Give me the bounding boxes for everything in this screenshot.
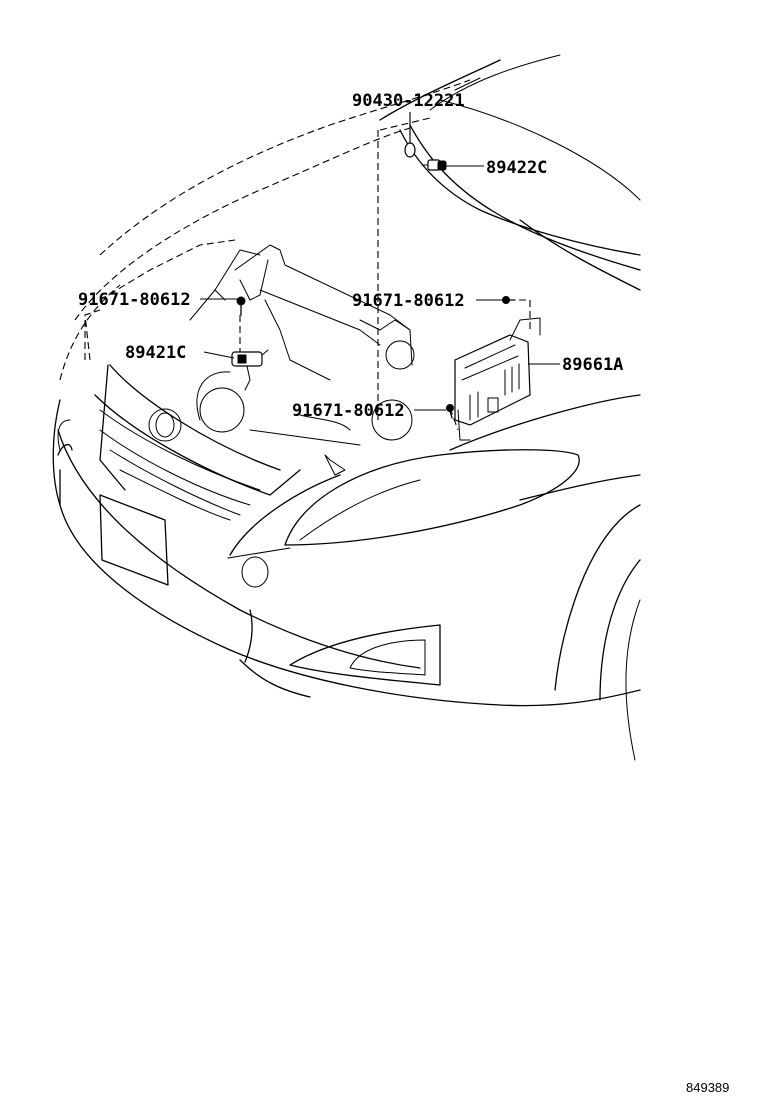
callout-bolt-right: 91671-80612: [352, 291, 465, 311]
callout-ecu: 89661A: [562, 355, 623, 375]
callout-hood-sensor: 89422C: [486, 158, 547, 178]
engine-compartment: [189, 244, 415, 476]
part-bolt-left: [236, 296, 246, 316]
callout-horn-sensor: 89421C: [125, 343, 186, 363]
reference-number: 849389: [686, 1080, 729, 1095]
callout-bolt-lower: 91671-80612: [292, 401, 405, 421]
part-clip-90430: [404, 142, 416, 158]
part-hood-sensor-89422c: [421, 159, 447, 171]
car-body-outline: [52, 54, 641, 761]
part-bolt-lower: [446, 404, 454, 419]
callout-clip: 90430-12221: [352, 91, 465, 111]
part-ecu-89661a: [454, 317, 541, 441]
part-bolt-right: [502, 296, 516, 304]
part-horn-sensor-89421c: [231, 349, 269, 391]
leader-lines: [200, 112, 560, 411]
callout-bolt-left: 91671-80612: [78, 290, 191, 310]
callout-labels: 90430-12221 89422C 91671-80612 91671-806…: [78, 91, 729, 1095]
